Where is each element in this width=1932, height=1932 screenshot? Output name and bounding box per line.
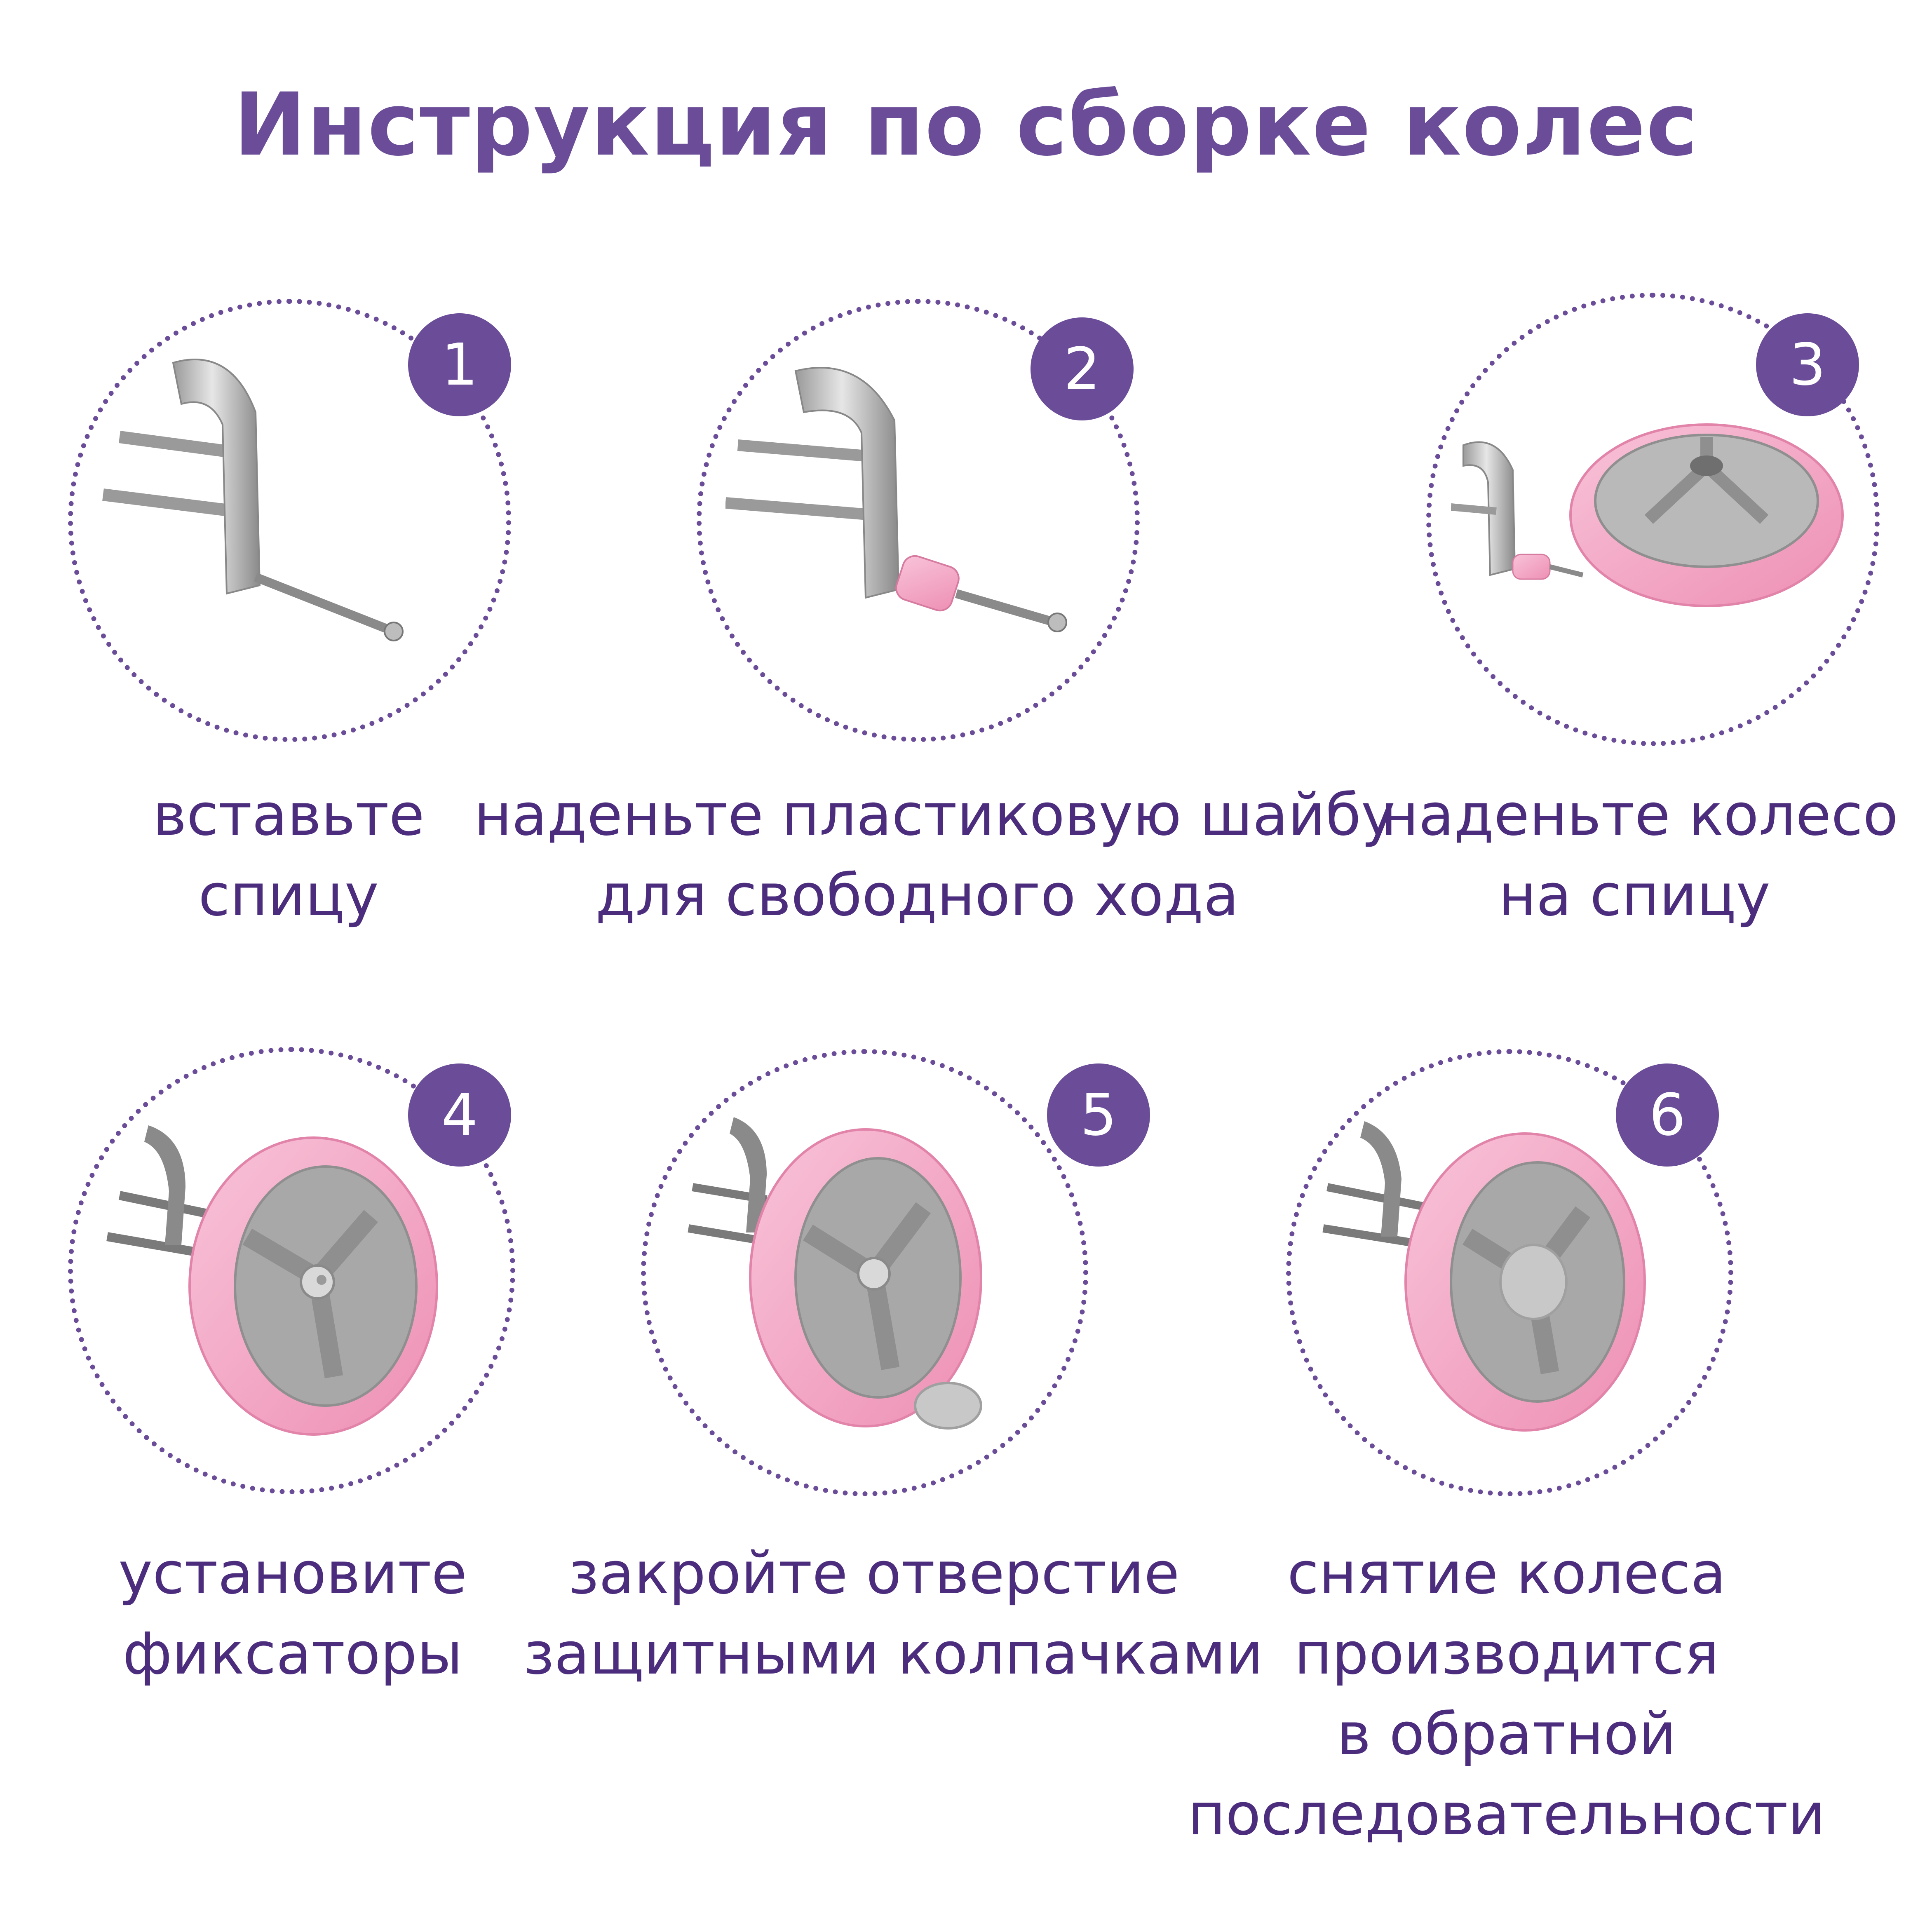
wheel-with-cap-illustration <box>688 1117 982 1430</box>
step-2-badge: 2 <box>1031 317 1134 420</box>
step-6-badge: 6 <box>1616 1063 1719 1167</box>
step-4-caption: установите фиксаторы <box>118 1540 467 1688</box>
page-title: Инструкция по сборке колес <box>233 74 1699 175</box>
step-3-caption: наденьте колесо на спицу <box>1381 782 1898 929</box>
step-3-badge: 3 <box>1756 313 1859 416</box>
frame-with-washer-illustration <box>725 367 1067 632</box>
step-4-badge: 4 <box>408 1063 511 1167</box>
frame-with-axle-illustration <box>102 359 404 641</box>
wheel-with-clips-illustration <box>106 1125 438 1436</box>
step-6-caption: снятие колеса производится в обратной по… <box>1188 1540 1826 1848</box>
assembled-wheel-illustration <box>1322 1121 1646 1432</box>
step-5-badge: 5 <box>1047 1063 1150 1167</box>
step-1-badge: 1 <box>408 313 511 416</box>
step-5-caption: закройте отверстие защитными колпачками <box>523 1540 1263 1688</box>
wheel-and-axle-illustration <box>1451 423 1844 607</box>
step-2-caption: наденьте пластиковую шайбу для свободног… <box>474 782 1395 929</box>
step-1-caption: вставьте спицу <box>153 782 425 929</box>
